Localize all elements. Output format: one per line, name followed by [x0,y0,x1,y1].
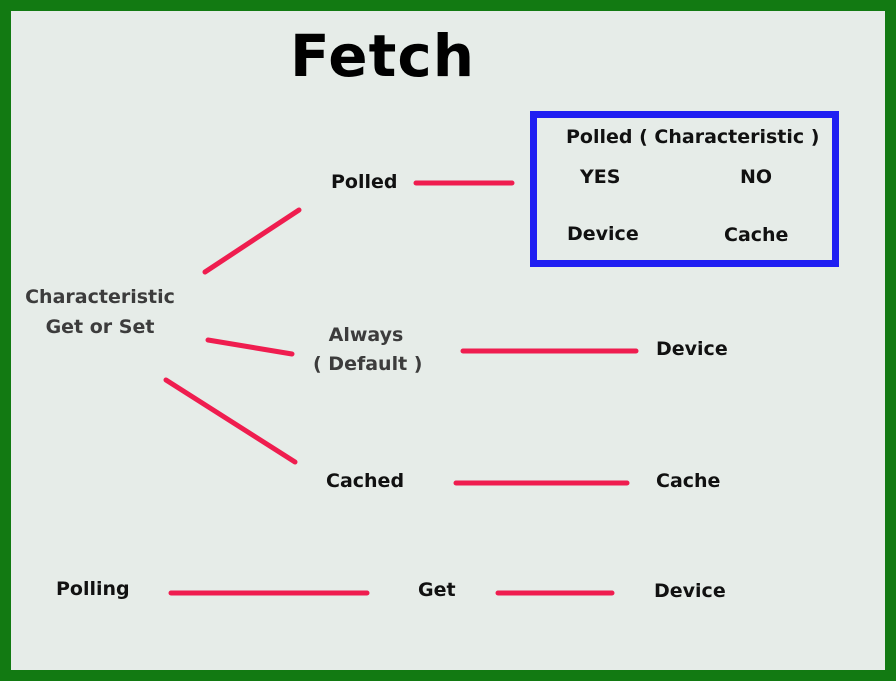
polled-box-yes: YES [580,166,621,188]
branch-always-line1: Always [328,324,404,346]
branch-polled: Polled [331,171,398,193]
target-always-device: Device [656,338,728,360]
root-label-line1: Characteristic [25,286,175,308]
polled-decision-box [530,111,839,267]
root-label-line2: Get or Set [45,315,155,338]
branch-cached: Cached [326,470,405,492]
polled-box-heading: Polled ( Characteristic ) [566,126,820,148]
target-cached-cache: Cache [656,470,721,492]
polling-label: Polling [56,578,130,600]
connector-root-polled [202,207,302,275]
polling-get-label: Get [418,579,456,601]
root-node: Characteristic Get or Set [24,286,176,339]
connector-root-cached [163,377,298,465]
polled-box-no-target: Cache [724,224,789,246]
polled-box-yes-target: Device [567,223,639,245]
polled-box-no: NO [740,166,773,188]
branch-always: Always ( Default ) [313,324,423,376]
connector-root-always [205,337,295,357]
polling-device-label: Device [654,580,726,602]
diagram-title: Fetch [290,22,476,90]
branch-always-line2: ( Default ) [313,352,423,375]
